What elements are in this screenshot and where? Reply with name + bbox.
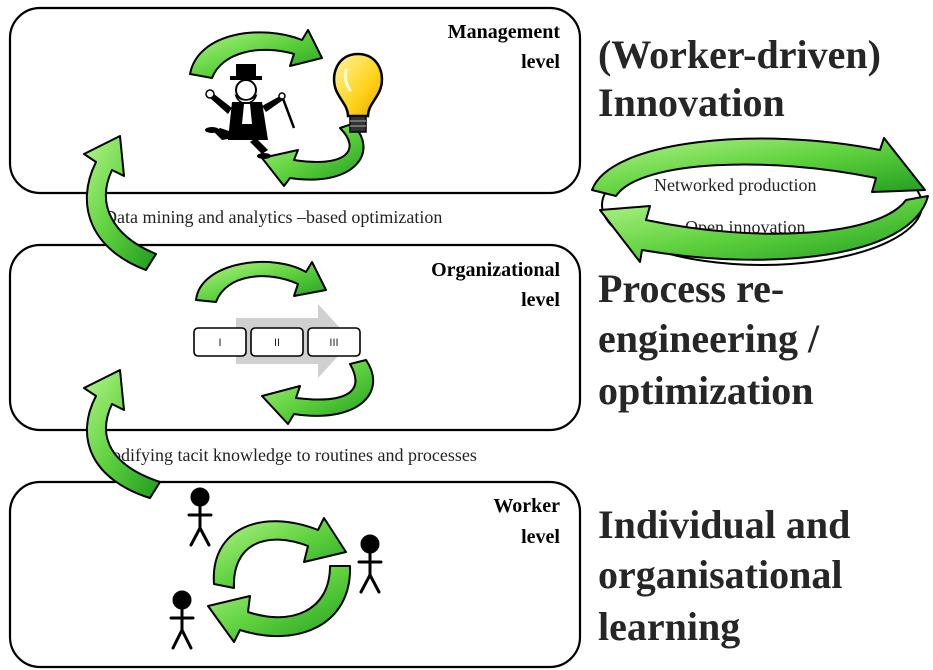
organizational-level-label: Organizational bbox=[431, 259, 560, 281]
stick-figure-icon bbox=[169, 590, 195, 650]
organizational-arrow-top bbox=[195, 261, 327, 303]
monopoly-man-icon bbox=[205, 64, 296, 159]
light-bulb-icon bbox=[332, 52, 384, 133]
worker-arrow-left bbox=[207, 565, 352, 643]
innovation-heading-2: Innovation bbox=[598, 80, 785, 125]
process-step-3: III bbox=[307, 327, 361, 357]
management-level-panel bbox=[8, 6, 582, 195]
innovation-heading-1: (Worker-driven) bbox=[598, 32, 881, 77]
process-heading-1: Process re- bbox=[598, 266, 784, 311]
management-arrow-top bbox=[189, 29, 323, 79]
svg-text:I: I bbox=[218, 337, 221, 349]
bottom-caption: Codifying tacit knowledge to routines an… bbox=[100, 445, 477, 465]
management-level-label: Management bbox=[448, 21, 561, 43]
process-heading-3: optimization bbox=[598, 368, 814, 413]
worker-level-label: Worker bbox=[493, 495, 560, 517]
oval-arrow-top bbox=[591, 137, 926, 197]
worker-level-panel bbox=[8, 480, 582, 669]
svg-text:II: II bbox=[274, 337, 280, 349]
process-step-1: I bbox=[193, 327, 247, 357]
management-level-label-2: level bbox=[521, 51, 560, 73]
learning-heading-2: organisational bbox=[598, 552, 842, 597]
organizational-arrow-bottom bbox=[261, 359, 375, 425]
stick-figure-icon bbox=[357, 534, 383, 594]
top-caption: Data mining and analytics –based optimiz… bbox=[104, 207, 442, 227]
process-heading-2: engineering / bbox=[598, 316, 820, 361]
worker-arrow-right bbox=[212, 517, 347, 589]
stick-figure-icon bbox=[187, 487, 213, 547]
oval-arrow-bottom bbox=[599, 195, 929, 263]
organizational-level-label-2: level bbox=[521, 289, 560, 311]
arrow-organizational-to-management bbox=[83, 135, 157, 271]
learning-heading-1: Individual and bbox=[598, 502, 850, 547]
process-step-2: II bbox=[250, 327, 304, 357]
arrow-worker-to-organizational bbox=[83, 369, 161, 499]
learning-heading-3: learning bbox=[598, 604, 740, 649]
management-arrow-bottom bbox=[261, 123, 365, 187]
oval-text-networked: Networked production bbox=[654, 175, 816, 195]
worker-level-label-2: level bbox=[521, 526, 560, 548]
svg-text:III: III bbox=[329, 337, 338, 349]
